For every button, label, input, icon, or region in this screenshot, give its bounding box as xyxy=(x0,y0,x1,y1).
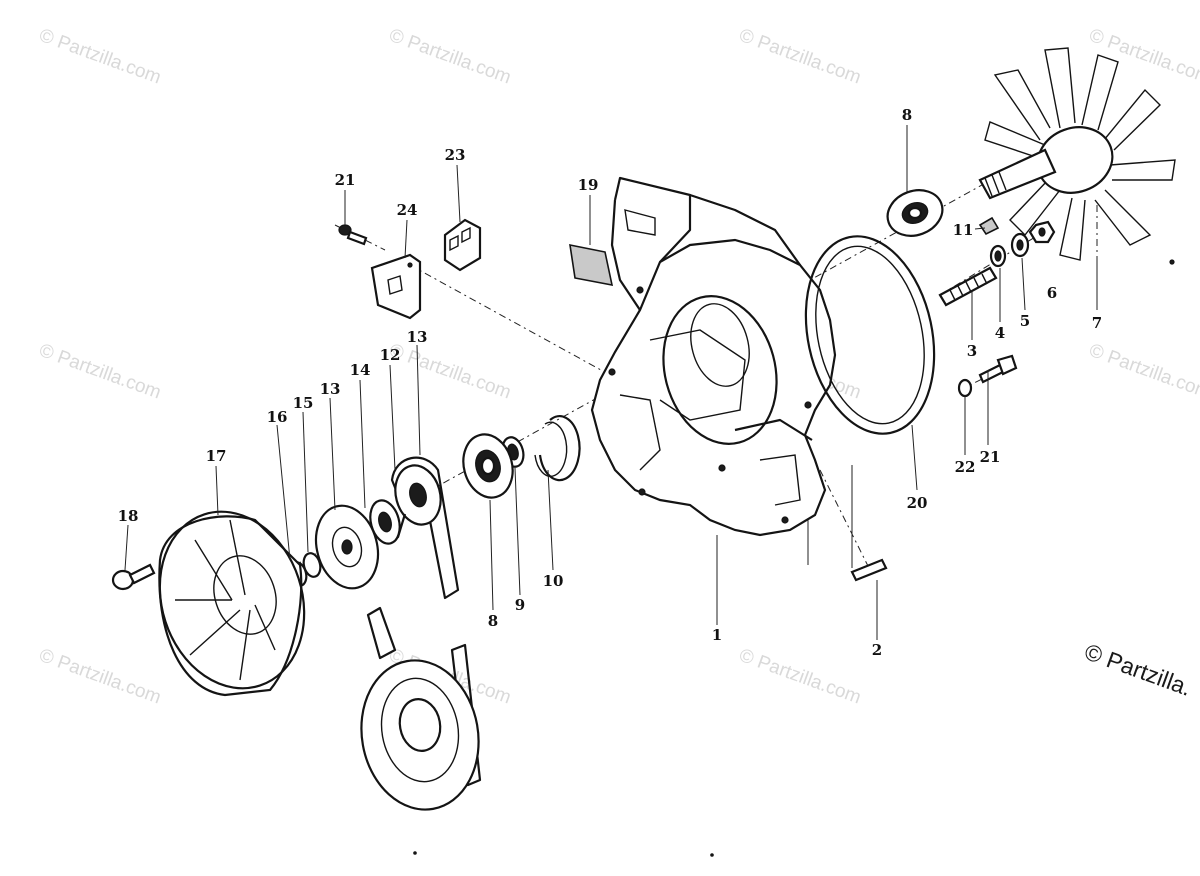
watermark: © Partzilla.com xyxy=(36,645,163,709)
callout-6: 6 xyxy=(1047,284,1057,302)
bolt-left[interactable] xyxy=(338,224,368,246)
pin-axis xyxy=(819,469,871,571)
upper-bearing[interactable] xyxy=(881,183,949,243)
callout-15: 15 xyxy=(293,394,314,412)
callout-3: 3 xyxy=(967,342,977,360)
stray-mark xyxy=(710,853,714,857)
callout-2: 2 xyxy=(872,641,882,659)
drive-pulley-lower[interactable] xyxy=(350,606,490,819)
callout-13-right: 13 xyxy=(407,328,428,346)
watermark: © Partzilla.com xyxy=(36,25,163,89)
stray-mark xyxy=(413,851,417,855)
callout-10: 10 xyxy=(543,572,564,590)
mounting-bracket[interactable] xyxy=(370,253,422,320)
snap-ring[interactable] xyxy=(534,415,581,482)
callout-18: 18 xyxy=(118,507,139,525)
dowel-pin[interactable] xyxy=(850,558,888,582)
callout-19: 19 xyxy=(578,176,599,194)
gasket-ring[interactable] xyxy=(789,224,952,445)
callout-5: 5 xyxy=(1020,312,1030,330)
callout-labels: 1 2 3 4 5 6 7 8 8 9 10 11 12 13 13 14 15… xyxy=(118,106,1103,659)
callout-9: 9 xyxy=(515,596,525,614)
callout-8-lower: 8 xyxy=(488,612,498,630)
watermark: © Partzilla.com xyxy=(386,340,513,404)
leader-lines xyxy=(124,125,1098,640)
callout-24: 24 xyxy=(397,201,418,219)
watermark: © Partzilla.com xyxy=(736,25,863,89)
cover-plate[interactable] xyxy=(569,243,614,287)
bolt-axis xyxy=(334,224,386,251)
watermark: © Partzilla.com xyxy=(36,340,163,404)
flat-washer[interactable] xyxy=(1010,232,1030,258)
callout-14: 14 xyxy=(350,361,371,379)
terminal-block[interactable] xyxy=(443,218,482,272)
washer-right[interactable] xyxy=(957,378,973,398)
callout-16: 16 xyxy=(267,408,288,426)
watermark: © Partzilla.com xyxy=(1086,340,1200,404)
callout-12: 12 xyxy=(380,346,401,364)
callout-7: 7 xyxy=(1092,314,1102,332)
callout-11: 11 xyxy=(953,221,974,239)
stud-axis xyxy=(939,227,1051,296)
woodruff-key[interactable] xyxy=(978,216,1000,236)
watermark: © Partzilla.com xyxy=(736,645,863,709)
bolt-right[interactable] xyxy=(978,354,1018,384)
lock-washer[interactable] xyxy=(989,244,1007,268)
callout-8-upper: 8 xyxy=(902,106,912,124)
bracket-axis xyxy=(409,264,611,376)
corner-watermark: © Partzilla. xyxy=(1081,638,1195,701)
callout-23: 23 xyxy=(445,146,466,164)
callout-4: 4 xyxy=(995,324,1005,342)
callout-20: 20 xyxy=(907,494,928,512)
stray-mark xyxy=(1169,259,1175,265)
rotor-wheel[interactable] xyxy=(138,493,327,707)
callout-21-right: 21 xyxy=(980,448,1001,466)
cap-screw[interactable] xyxy=(111,563,156,591)
callout-13-left: 13 xyxy=(320,380,341,398)
callout-22: 22 xyxy=(955,458,976,476)
callout-21-left: 21 xyxy=(335,171,356,189)
hex-nut[interactable] xyxy=(1028,220,1056,244)
threaded-stud[interactable] xyxy=(938,266,998,307)
callout-17: 17 xyxy=(206,447,227,465)
watermark: © Partzilla.com xyxy=(386,25,513,89)
blower-housing[interactable] xyxy=(590,176,837,537)
drive-belt-upper[interactable] xyxy=(389,456,460,600)
lower-bearing[interactable] xyxy=(457,429,520,503)
fan-impeller[interactable] xyxy=(978,47,1176,261)
callout-1: 1 xyxy=(712,626,722,644)
pulley-sheave[interactable] xyxy=(307,499,387,596)
